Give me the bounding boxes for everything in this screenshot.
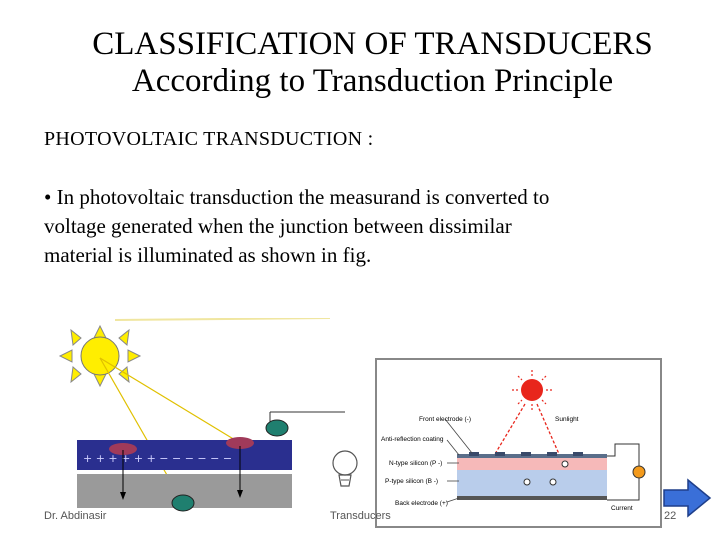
label-anti-reflection: Anti-reflection coating — [381, 436, 444, 443]
title-line-1: CLASSIFICATION OF TRANSDUCERS — [92, 26, 653, 62]
next-slide-arrow-icon[interactable] — [662, 478, 712, 518]
label-p-type: P-type silicon (B -) — [385, 478, 438, 485]
photovoltaic-junction-figure: + + + + + + − − − − − − — [55, 318, 365, 540]
footer-author: Dr. Abdinasir — [44, 510, 107, 522]
label-front-electrode: Front electrode (-) — [419, 416, 471, 423]
label-sunlight: Sunlight — [555, 416, 579, 423]
footer-topic: Transducers — [330, 510, 391, 522]
title-line-2: According to Transduction Principle — [131, 63, 614, 99]
section-heading: PHOTOVOLTAIC TRANSDUCTION : — [44, 128, 374, 150]
svg-text:+ + + + + + − − − − − −: + + + + + + − − − − − − — [83, 452, 232, 465]
solar-cell-diagram: Front electrode (-) Anti-reflection coat… — [375, 358, 662, 528]
bullet-text: • In photovoltaic transduction the measu… — [44, 185, 550, 267]
lightbulb-icon — [332, 450, 358, 487]
label-back-electrode: Back electrode (+) — [395, 500, 448, 507]
sun-icon-red — [512, 370, 552, 410]
label-current: Current — [611, 505, 633, 512]
sun-icon — [58, 324, 142, 388]
footer-page-number: 22 — [664, 510, 677, 522]
label-n-type: N-type silicon (P -) — [389, 460, 442, 467]
slide-title: CLASSIFICATION OF TRANSDUCERS According … — [40, 26, 705, 100]
